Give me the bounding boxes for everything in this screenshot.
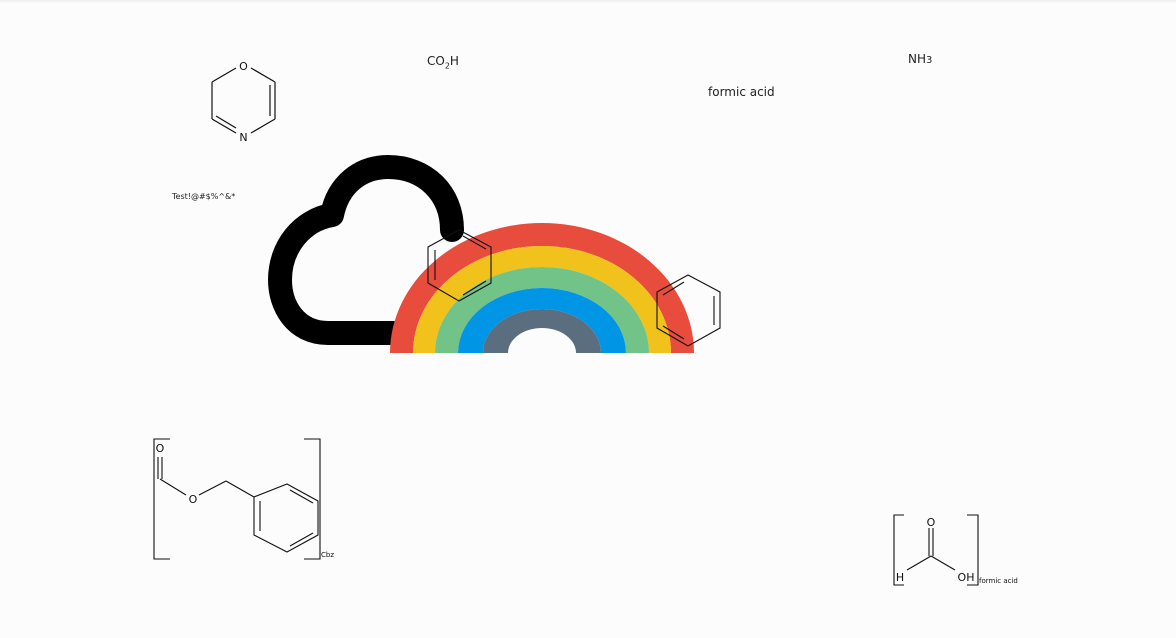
rainbow-band-blue (458, 288, 626, 353)
benzene-ring-left (427, 229, 492, 302)
oxazine-atom-n: N (239, 131, 247, 144)
rainbow-band-red (390, 223, 694, 353)
rainbow-band-yellow (413, 246, 671, 353)
formic-acid-text: formic acid (708, 85, 775, 99)
formic-atom-oh: OH (958, 571, 975, 584)
test-special-chars-text: Test!@#$%^&* (172, 192, 236, 201)
co2h-label: CO2H (427, 55, 459, 70)
formic-caption: formic acid (979, 577, 1018, 585)
formic-atom-o: O (927, 516, 936, 529)
rainbow-icon (390, 223, 694, 353)
benzene-ring-right (656, 274, 721, 347)
cbz-atom-o-top: O (156, 442, 165, 455)
formic-atom-h: H (896, 571, 904, 584)
cloud-icon (268, 155, 464, 345)
cbz-caption: Cbz (321, 551, 334, 559)
rainbow-band-slate (483, 309, 601, 353)
rainbow-band-green (435, 267, 649, 353)
nh3-main: NH (908, 52, 926, 66)
co2h-end: H (449, 54, 459, 68)
co2h-main: CO (427, 54, 445, 68)
top-shadow (0, 0, 1176, 3)
oxazine-structure: O N (211, 60, 276, 144)
cbz-structure: O O Cbz (153, 438, 334, 560)
nh3-label: NH3 (908, 53, 932, 66)
co2h-subscript: 2 (444, 61, 450, 71)
oxazine-atom-o: O (239, 60, 248, 73)
nh3-subscript: 3 (926, 55, 933, 66)
formic-acid-structure: O H OH formic acid (893, 514, 1018, 586)
cbz-atom-o-ester: O (189, 493, 198, 506)
